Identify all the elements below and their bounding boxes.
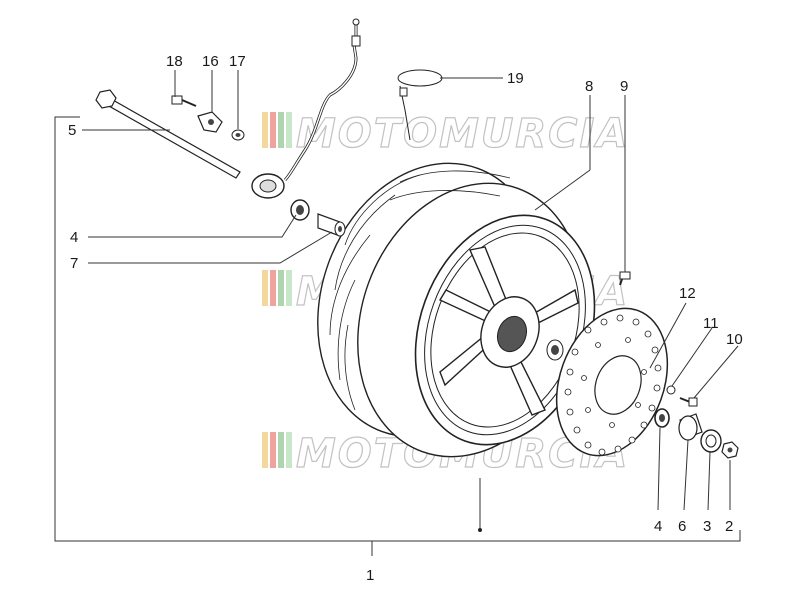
callout-12: 12 [679,285,696,302]
clip-16 [197,111,223,133]
callout-16: 16 [202,53,219,70]
watermark-stripes [262,432,292,468]
leader-lines [82,70,739,528]
callout-19: 19 [507,70,524,87]
watermark-stripes [262,112,292,148]
callout-6: 6 [678,518,686,535]
watermark-text: MOTOMURCIA [296,111,629,157]
hub [480,296,564,368]
callout-4-left: 4 [70,229,78,246]
nut-2 [721,441,739,459]
washer-11 [666,385,676,395]
callout-11: 11 [703,315,719,332]
seal-3 [700,429,722,453]
assembly-bracket [54,116,741,556]
callout-7: 7 [70,255,78,272]
screw-18 [171,95,197,107]
callout-3: 3 [703,518,711,535]
tyre-pointer-dot [478,528,482,532]
callout-5: 5 [68,122,76,139]
bearing-right [654,408,670,428]
speedometer-drive [251,173,285,199]
callout-labels: 1 2 3 4 4 5 6 7 8 9 10 11 12 16 17 18 19 [68,53,743,584]
rim [414,214,596,446]
washer-17 [231,129,245,141]
watermark-top: MOTOMURCIA [262,110,629,158]
callout-2: 2 [725,518,733,535]
callout-18: 18 [166,53,183,70]
callout-8: 8 [585,78,593,95]
callout-1: 1 [366,567,374,584]
bearing-left [290,199,310,221]
disc-holes [564,314,662,456]
callout-10: 10 [726,331,743,348]
callout-4-right: 4 [654,518,662,535]
speedometer-cable [283,18,361,182]
axle [95,89,241,179]
brake-disc [555,307,669,457]
callout-17: 17 [229,53,246,70]
callout-9: 9 [620,78,628,95]
bolt-10 [679,397,698,407]
spacer-7 [317,213,346,237]
spacer-6 [678,413,703,441]
watermark-stripes [262,270,292,306]
